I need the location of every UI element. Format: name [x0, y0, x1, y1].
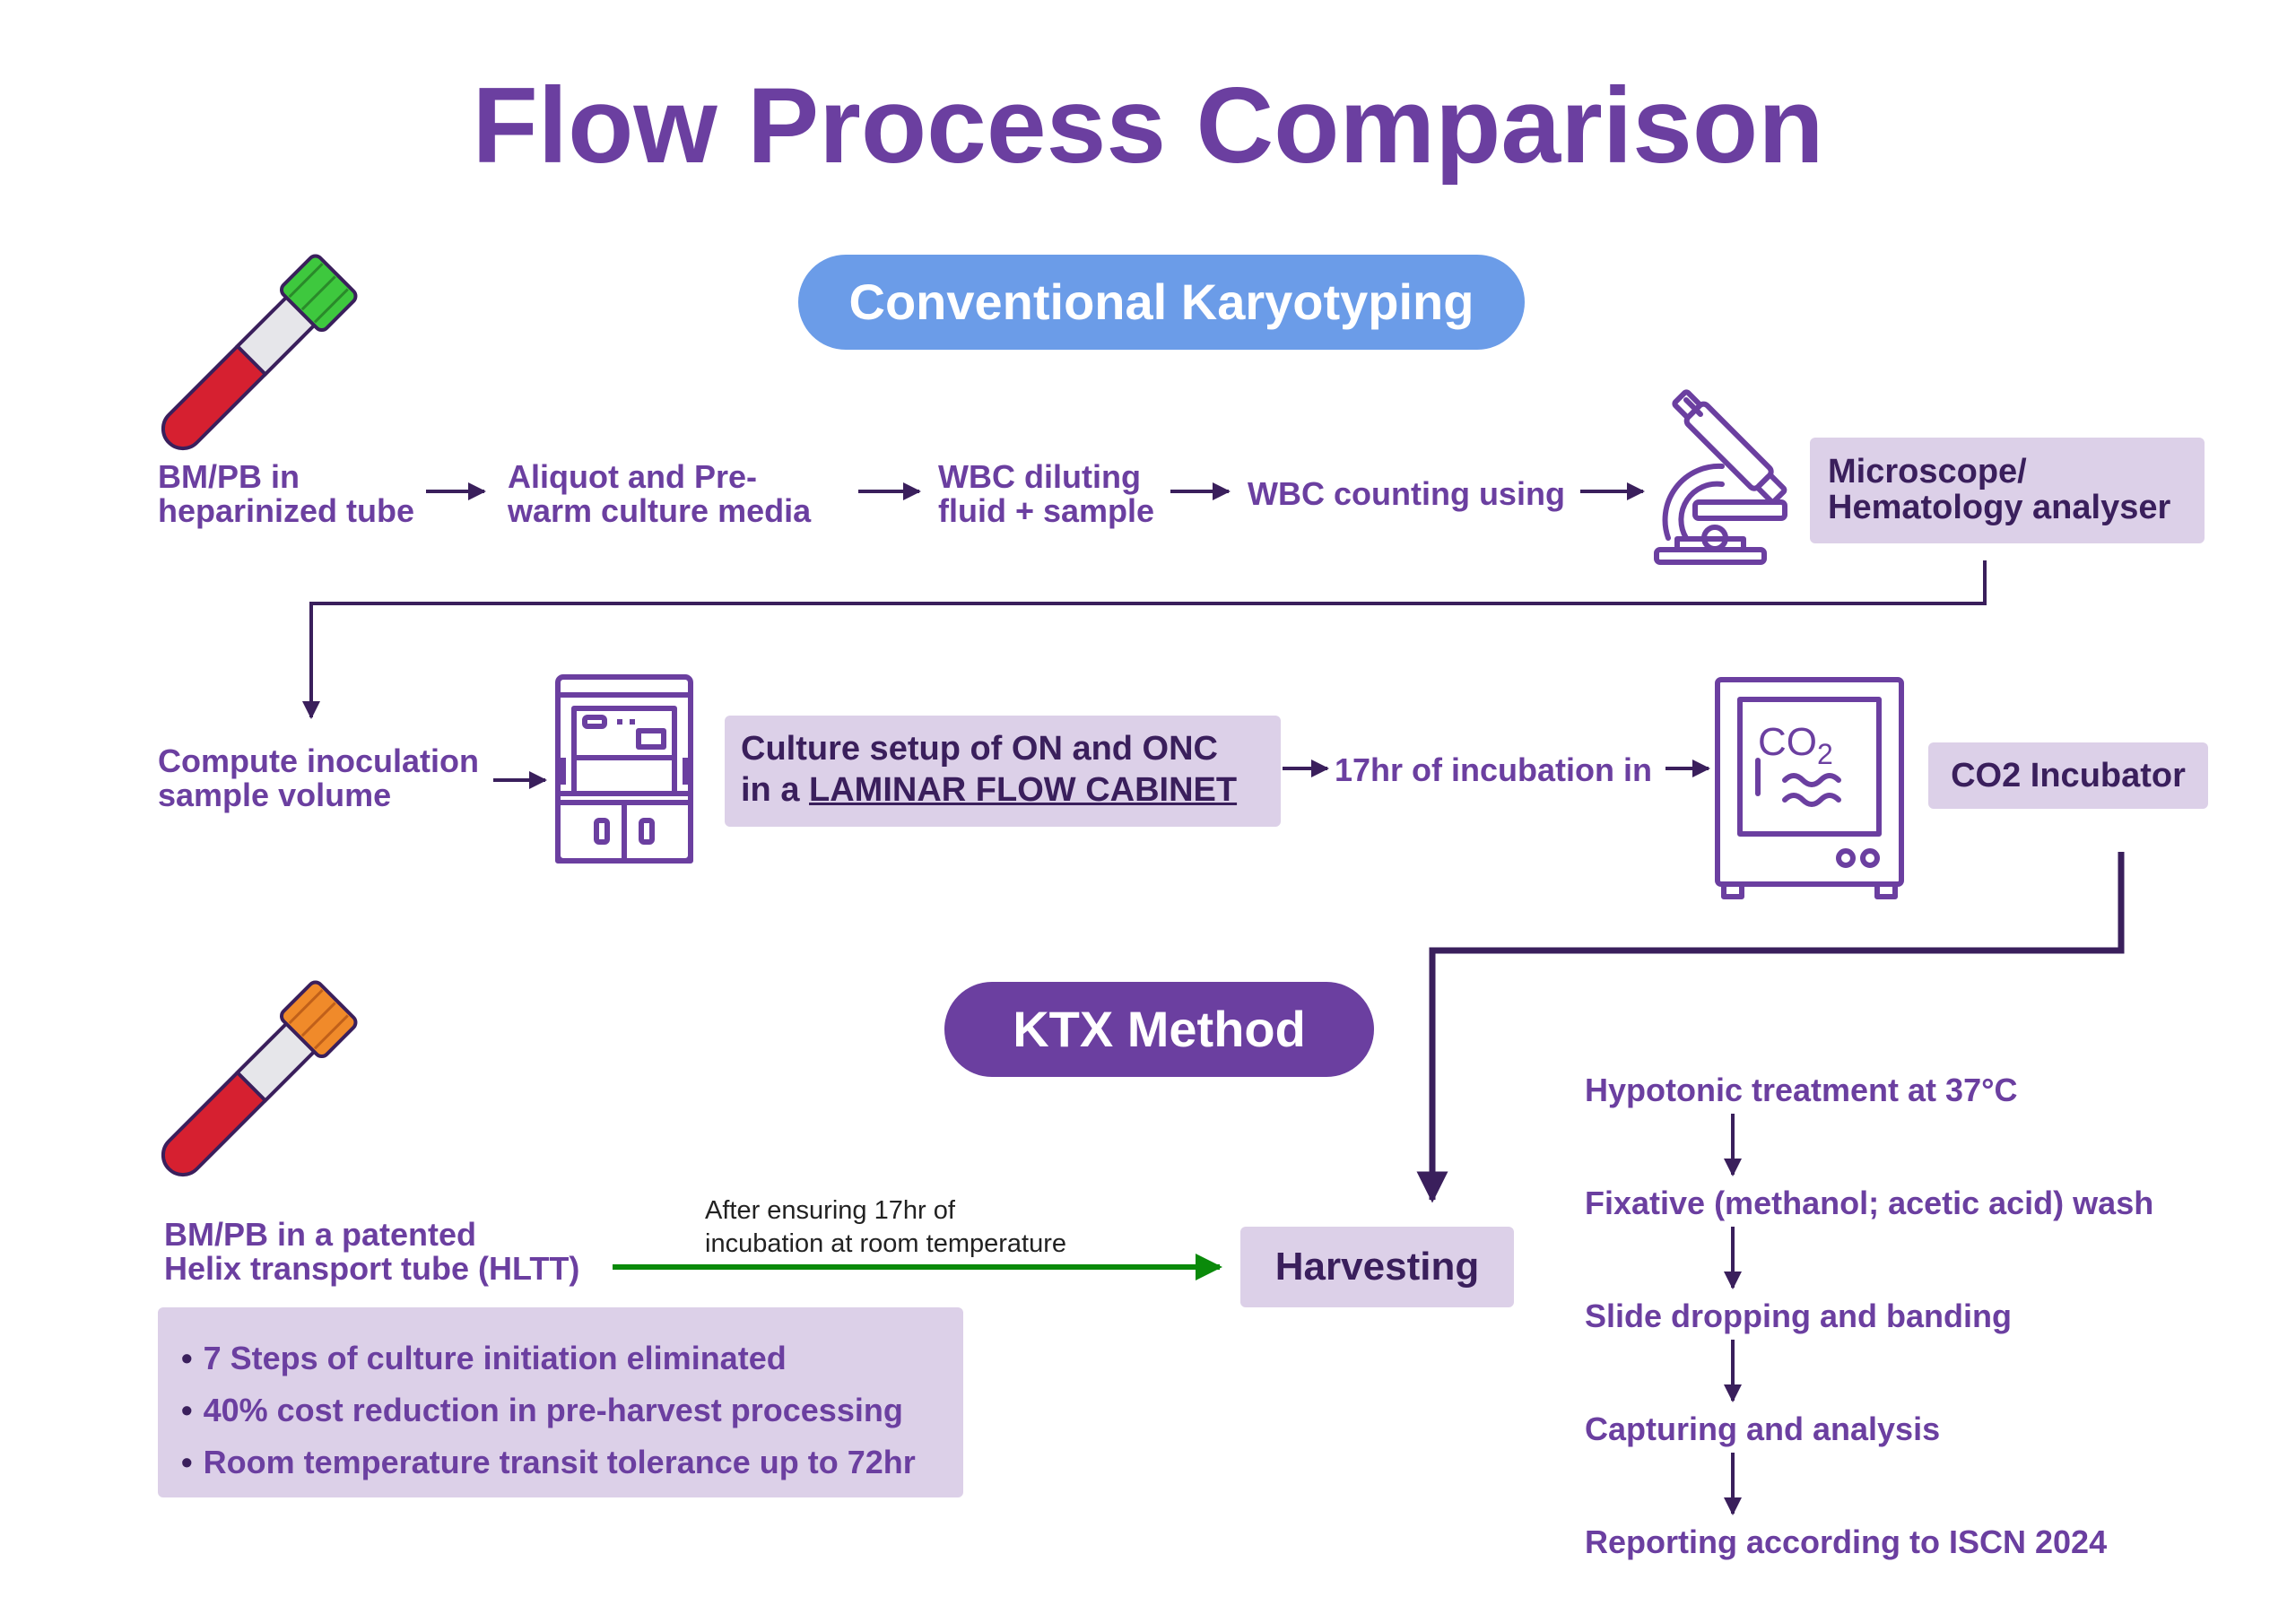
connector-row1-row2 — [302, 560, 1987, 719]
ktx-method-label: KTX Method — [944, 982, 1374, 1077]
benefit-item: 40% cost reduction in pre-harvest proces… — [181, 1384, 963, 1436]
microscope-analyser-box: Microscope/ Hematology analyser — [1810, 438, 2205, 543]
microscope-icon — [1654, 389, 1787, 565]
ktx-benefits-box: 7 Steps of culture initiation eliminated… — [158, 1307, 963, 1497]
post-step-reporting: Reporting according to ISCN 2024 — [1585, 1523, 2108, 1560]
benefit-item: Room temperature transit tolerance up to… — [181, 1436, 963, 1488]
co2-incubator-box: CO2 Incubator — [1928, 742, 2208, 809]
post-step-fixative: Fixative (methanol; acetic acid) wash — [1585, 1185, 2154, 1221]
step-incubation: 17hr of incubation in — [1335, 751, 1653, 788]
post-step-capturing: Capturing and analysis — [1585, 1410, 1941, 1447]
co2-incubator-icon — [1715, 677, 1904, 899]
post-step-slide-dropping: Slide dropping and banding — [1585, 1298, 2012, 1334]
step-compute-volume: Compute inoculation sample volume — [158, 742, 479, 813]
step-bmpb-heparinized: BM/PB in heparinized tube — [158, 458, 415, 529]
co2-icon-label: CO2 — [1758, 720, 1833, 770]
step-wbc-counting: WBC counting using — [1248, 475, 1565, 512]
ktx-arrow-note: After ensuring 17hr of incubation at roo… — [705, 1196, 1066, 1258]
connector-to-harvesting — [1416, 852, 2125, 1203]
blood-tube-orange-icon — [161, 980, 358, 1177]
step-wbc-diluting: WBC diluting fluid + sample — [938, 458, 1155, 529]
harvesting-box: Harvesting — [1240, 1227, 1514, 1307]
step-aliquot-prewarm: Aliquot and Pre- warm culture media — [508, 458, 812, 529]
conventional-karyotyping-label: Conventional Karyotyping — [798, 255, 1525, 350]
culture-setup-box: Culture setup of ON and ONC in a LAMINAR… — [725, 716, 1281, 827]
laminar-flow-cabinet-emphasis: LAMINAR FLOW CABINET — [809, 771, 1238, 809]
benefit-item: 7 Steps of culture initiation eliminated — [181, 1332, 963, 1384]
culture-setup-line1: Culture setup of ON and ONC — [741, 730, 1218, 768]
blood-tube-green-icon — [161, 254, 358, 451]
page-title: Flow Process Comparison — [472, 65, 1824, 186]
ktx-sample: BM/PB in a patented Helix transport tube… — [164, 1216, 580, 1287]
laminar-flow-cabinet-icon — [555, 674, 693, 864]
culture-setup-line2: in a LAMINAR FLOW CABINET — [741, 771, 1238, 809]
post-step-hypotonic: Hypotonic treatment at 37°C — [1585, 1072, 2018, 1108]
